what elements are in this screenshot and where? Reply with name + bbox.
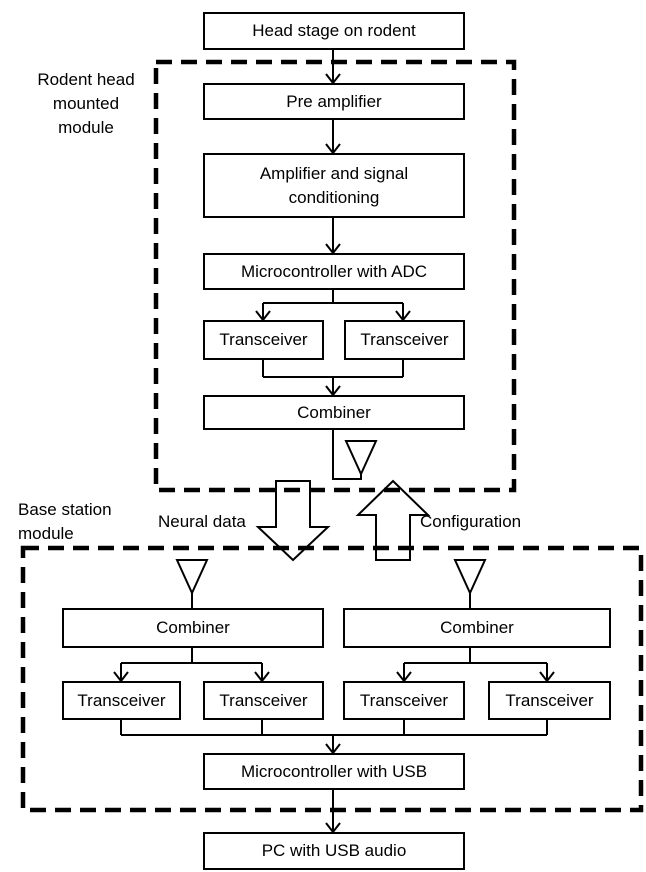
rodent-transceiver-right: Transceiver (344, 320, 465, 360)
arrow-left-combiner-split (113, 648, 270, 683)
amplifier-block: Amplifier and signal conditioning (203, 153, 465, 218)
pc-block: PC with USB audio (203, 832, 465, 870)
rodent-antenna-feed (332, 430, 362, 480)
configuration-arrow (355, 479, 431, 561)
arrow-transceivers-to-usb (120, 720, 548, 755)
arrow-transceivers-merge (262, 360, 404, 397)
rodent-module-label: Rodent head mounted module (37, 70, 135, 137)
base-antenna-right-icon (453, 559, 487, 596)
neural-data-label: Neural data (158, 512, 246, 531)
rodent-module-boundary (153, 59, 517, 493)
arrow-amp-to-mcu (325, 218, 341, 255)
mcu-adc-block: Microcontroller with ADC (203, 253, 465, 290)
base-transceiver-3: Transceiver (343, 681, 465, 720)
configuration-label: Configuration (420, 512, 522, 531)
rodent-combiner-block: Combiner (203, 395, 465, 430)
base-combiner-left: Combiner (62, 608, 324, 648)
pre-amplifier-block: Pre amplifier (203, 83, 465, 120)
arrow-right-combiner-split (396, 648, 555, 683)
mcu-usb-block: Microcontroller with USB (203, 753, 465, 790)
base-module-label: Base station module (18, 500, 112, 543)
arrow-headstage-to-preamp (325, 50, 341, 85)
arrow-preamp-to-amp (325, 120, 341, 155)
base-transceiver-4: Transceiver (488, 681, 611, 720)
base-combiner-right: Combiner (343, 608, 611, 648)
base-transceiver-2: Transceiver (203, 681, 324, 720)
base-antenna-left-icon (175, 559, 209, 596)
arrow-mcu-split (255, 290, 411, 322)
rodent-antenna-icon (344, 440, 378, 477)
neural-data-arrow (255, 480, 331, 562)
head-stage-block: Head stage on rodent (203, 12, 465, 50)
base-transceiver-1: Transceiver (62, 681, 181, 720)
rodent-transceiver-left: Transceiver (203, 320, 324, 360)
